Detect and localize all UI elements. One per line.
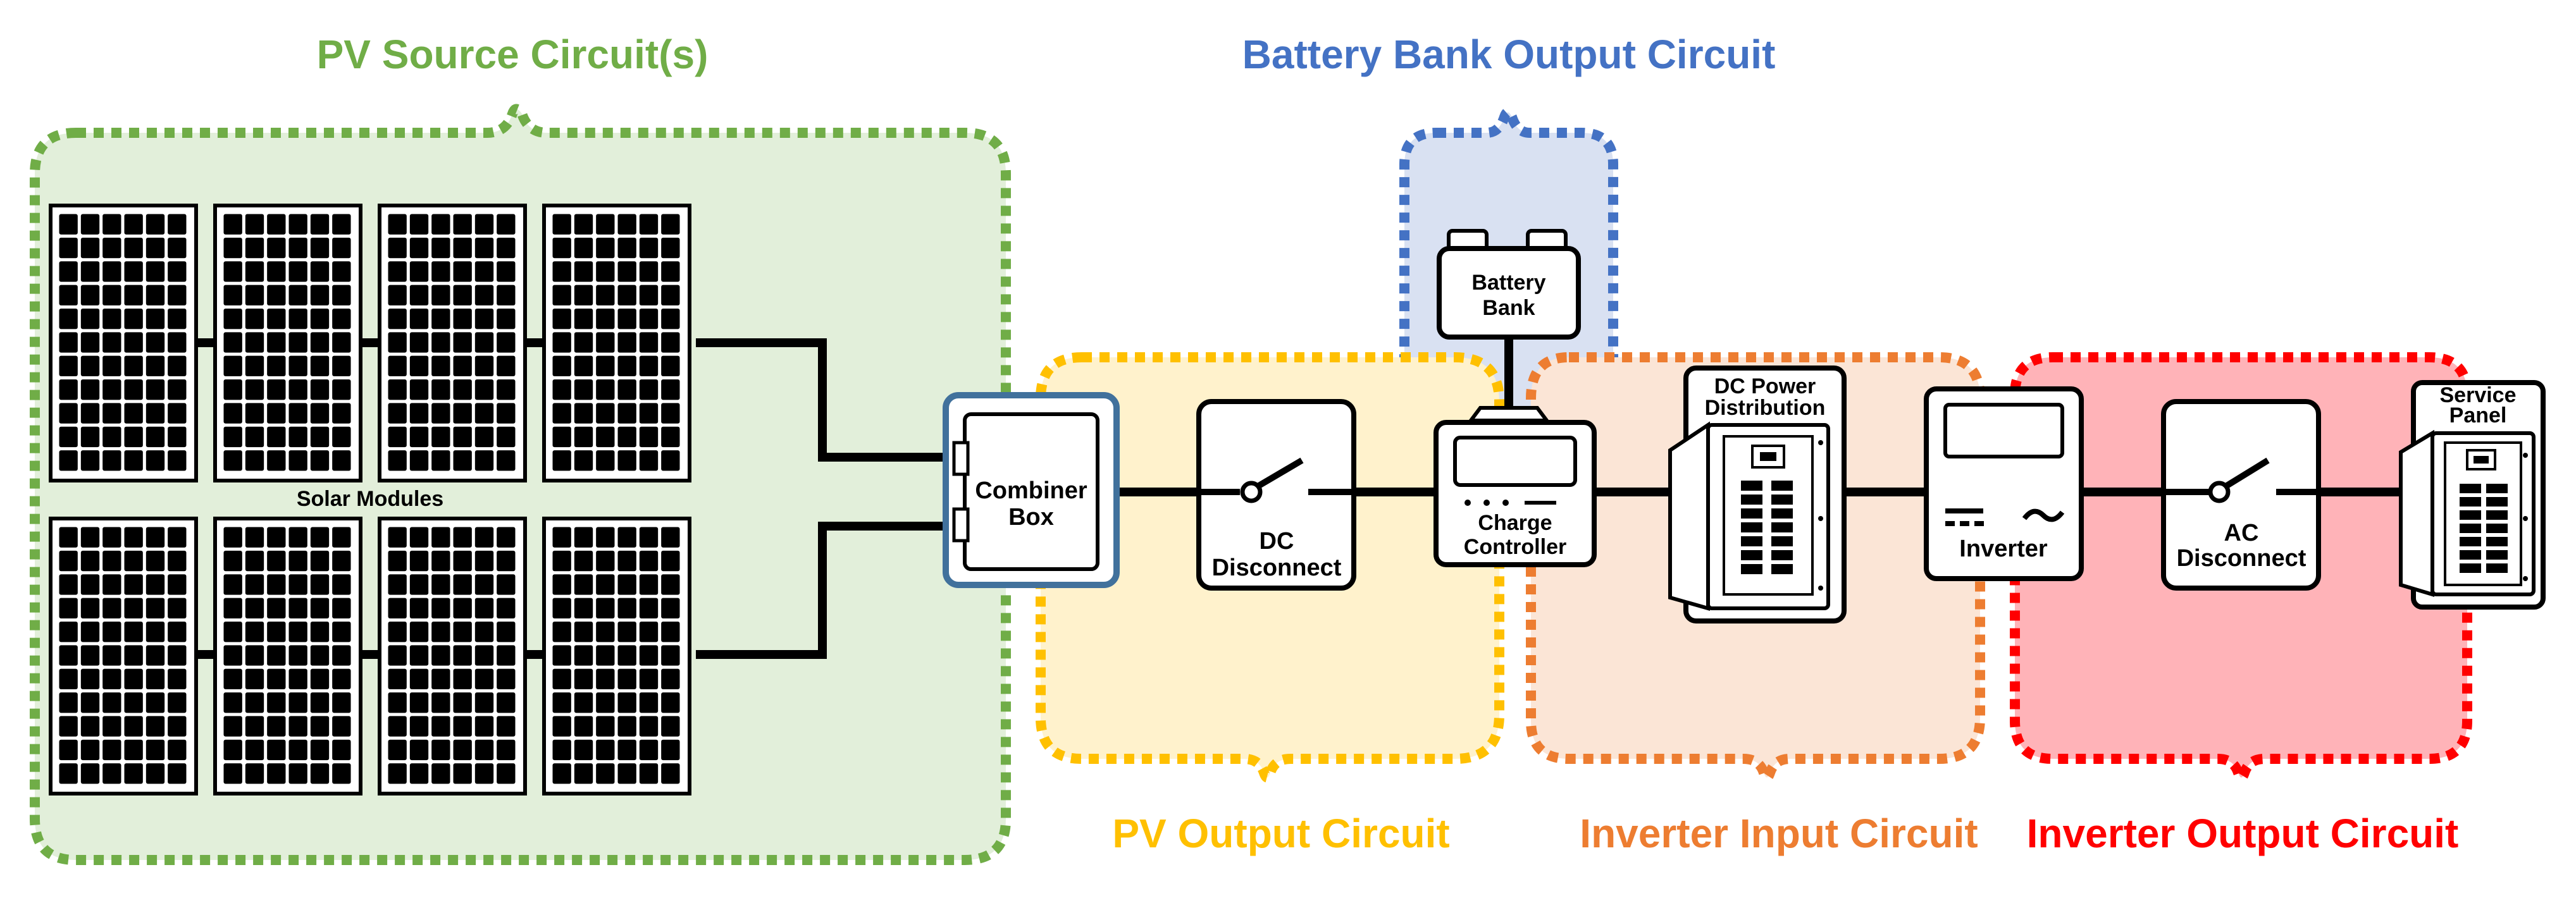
dc-dist-label-2: Distribution bbox=[1705, 396, 1826, 420]
ac-disconnect: AC Disconnect bbox=[2161, 399, 2321, 591]
solar-panel bbox=[542, 517, 691, 796]
solar-modules-label: Solar Modules bbox=[297, 487, 443, 511]
service-label-2: Panel bbox=[2449, 403, 2507, 427]
ac-disconnect-label-1: AC bbox=[2224, 520, 2259, 546]
service-panel: Service Panel bbox=[2399, 380, 2546, 610]
combiner-box: Combiner Box bbox=[943, 392, 1120, 588]
solar-panel bbox=[542, 204, 691, 482]
solar-panel bbox=[213, 517, 362, 796]
charge-controller: Charge Controller bbox=[1434, 406, 1597, 567]
service-label-1: Service bbox=[2440, 383, 2517, 407]
dc-disconnect-label-1: DC bbox=[1260, 528, 1294, 555]
solar-panel bbox=[378, 517, 527, 796]
dc-power-distribution: DC Power Distribution bbox=[1668, 366, 1847, 624]
combiner-label-2: Box bbox=[1008, 504, 1054, 531]
dc-dist-label-1: DC Power bbox=[1714, 374, 1816, 398]
solar-panel bbox=[49, 204, 198, 482]
pv-source-label: PV Source Circuit(s) bbox=[317, 32, 709, 77]
inverter: Inverter bbox=[1924, 386, 2084, 581]
battery-label-2: Bank bbox=[1482, 296, 1535, 320]
dc-disconnect: DC Disconnect bbox=[1196, 399, 1356, 591]
pv-output-label: PV Output Circuit bbox=[1112, 811, 1449, 856]
solar-panel bbox=[49, 517, 198, 796]
battery-output-label: Battery Bank Output Circuit bbox=[1242, 32, 1776, 77]
ac-disconnect-label-2: Disconnect bbox=[2177, 545, 2307, 572]
battery-bank: Battery Bank bbox=[1437, 229, 1581, 340]
inverter-input-label: Inverter Input Circuit bbox=[1580, 811, 1978, 856]
solar-modules bbox=[49, 204, 691, 796]
inverter-output-label: Inverter Output Circuit bbox=[2027, 811, 2459, 856]
battery-label-1: Battery bbox=[1471, 271, 1545, 295]
inverter-label: Inverter bbox=[1959, 536, 2048, 562]
solar-panel bbox=[378, 204, 527, 482]
charge-label-2: Controller bbox=[1464, 535, 1566, 559]
charge-label-1: Charge bbox=[1478, 511, 1552, 535]
combiner-label-1: Combiner bbox=[975, 477, 1087, 504]
solar-panel bbox=[213, 204, 362, 482]
dc-disconnect-label-2: Disconnect bbox=[1212, 555, 1342, 581]
